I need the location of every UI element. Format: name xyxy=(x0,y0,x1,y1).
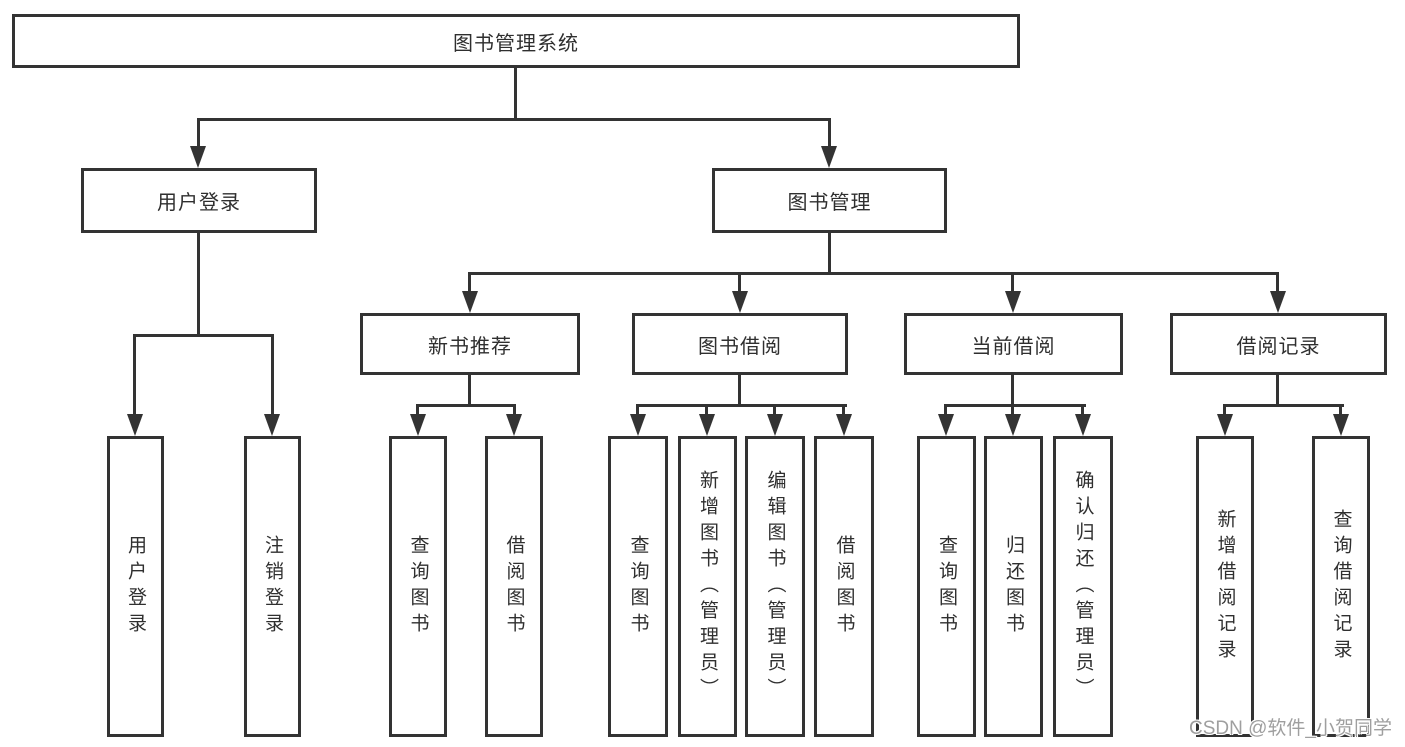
connector-line xyxy=(468,272,1279,275)
connector-line xyxy=(828,233,831,275)
leaf-query-books-label: 查询图书 xyxy=(407,534,429,639)
node-borrow-records-label: 借阅记录 xyxy=(1236,335,1321,358)
leaf-confirm-return-admin-label: 确认归还（管理员） xyxy=(1072,469,1094,704)
node-book-management-label: 图书管理 xyxy=(787,192,872,214)
arrowhead xyxy=(938,414,954,436)
watermark: CSDN @软件_小贺同学 xyxy=(1189,718,1392,739)
arrowhead xyxy=(732,291,748,313)
leaf-confirm-return-admin: 确认归还（管理员） xyxy=(1053,436,1113,737)
leaf-query-books: 查询图书 xyxy=(608,436,668,737)
leaf-add-books-admin-label: 新增图书（管理员） xyxy=(697,469,718,704)
arrowhead xyxy=(1005,414,1021,436)
leaf-borrow-books: 借阅图书 xyxy=(814,436,874,737)
arrowhead xyxy=(1075,414,1091,436)
connector-line xyxy=(133,334,274,337)
leaf-query-borrow-record-label: 查询借阅记录 xyxy=(1330,508,1352,665)
arrowhead xyxy=(264,414,280,436)
leaf-query-books: 查询图书 xyxy=(917,436,976,737)
leaf-query-books: 查询图书 xyxy=(389,436,447,737)
leaf-borrow-books-label: 借阅图书 xyxy=(503,534,525,639)
arrowhead xyxy=(410,414,426,436)
connector-line xyxy=(133,334,136,414)
node-user-login-label: 用户登录 xyxy=(157,192,241,214)
leaf-add-books-admin: 新增图书（管理员） xyxy=(678,436,737,737)
connector-line xyxy=(1276,375,1279,407)
connector-line xyxy=(944,404,1086,407)
connector-line xyxy=(1276,272,1279,291)
connector-line xyxy=(416,404,516,407)
node-borrow-records: 借阅记录 xyxy=(1170,313,1387,375)
connector-line xyxy=(468,272,471,291)
arrowhead xyxy=(699,414,715,436)
connector-line xyxy=(416,404,419,414)
arrowhead xyxy=(1333,414,1349,436)
connector-line xyxy=(1223,404,1226,414)
leaf-borrow-books-label: 借阅图书 xyxy=(833,534,855,639)
leaf-logout-login-label: 注销登录 xyxy=(262,534,283,639)
connector-line xyxy=(1011,404,1014,414)
arrowhead xyxy=(462,291,478,313)
connector-line xyxy=(828,118,831,146)
leaf-user-login: 用户登录 xyxy=(107,436,164,737)
arrowhead xyxy=(127,414,143,436)
arrowhead xyxy=(1270,291,1286,313)
connector-line xyxy=(1339,404,1342,414)
connector-line xyxy=(1011,272,1014,291)
leaf-add-borrow-record: 新增借阅记录 xyxy=(1196,436,1254,737)
connector-line xyxy=(944,404,947,414)
node-book-management: 图书管理 xyxy=(712,168,947,233)
node-user-login: 用户登录 xyxy=(81,168,317,233)
connector-line xyxy=(271,334,274,414)
node-current-borrow-label: 当前借阅 xyxy=(971,335,1056,358)
leaf-edit-books-admin: 编辑图书（管理员） xyxy=(745,436,805,737)
connector-line xyxy=(197,233,200,337)
leaf-query-borrow-record: 查询借阅记录 xyxy=(1312,436,1370,737)
arrowhead xyxy=(1005,291,1021,313)
connector-line xyxy=(1011,375,1014,407)
node-root-label: 图书管理系统 xyxy=(453,32,579,55)
node-root: 图书管理系统 xyxy=(12,14,1020,68)
connector-line xyxy=(514,68,517,121)
arrowhead xyxy=(1217,414,1233,436)
connector-line xyxy=(513,404,516,414)
arrowhead xyxy=(506,414,522,436)
leaf-add-borrow-record-label: 新增借阅记录 xyxy=(1214,508,1236,665)
arrowhead xyxy=(767,414,783,436)
connector-line xyxy=(636,404,639,414)
connector-line xyxy=(738,272,741,291)
connector-line xyxy=(1223,404,1344,407)
connector-line xyxy=(705,404,708,414)
connector-line xyxy=(842,404,845,414)
connector-line xyxy=(636,404,847,407)
leaf-return-books: 归还图书 xyxy=(984,436,1043,737)
leaf-query-books-label: 查询图书 xyxy=(627,534,649,639)
leaf-edit-books-admin-label: 编辑图书（管理员） xyxy=(764,469,786,704)
node-current-borrow: 当前借阅 xyxy=(904,313,1123,375)
leaf-logout-login: 注销登录 xyxy=(244,436,301,737)
connector-line xyxy=(773,404,776,414)
connector-line xyxy=(1081,404,1084,414)
node-new-book-recommend: 新书推荐 xyxy=(360,313,580,375)
connector-line xyxy=(197,118,831,121)
arrowhead xyxy=(190,146,206,168)
arrowhead xyxy=(836,414,852,436)
leaf-query-books-label: 查询图书 xyxy=(936,534,957,639)
connector-line xyxy=(197,118,200,146)
leaf-borrow-books: 借阅图书 xyxy=(485,436,543,737)
node-book-borrow: 图书借阅 xyxy=(632,313,848,375)
node-new-book-recommend-label: 新书推荐 xyxy=(428,335,512,358)
leaf-user-login-label: 用户登录 xyxy=(125,534,146,639)
leaf-return-books-label: 归还图书 xyxy=(1003,534,1024,639)
arrowhead xyxy=(630,414,646,436)
node-book-borrow-label: 图书借阅 xyxy=(698,335,782,358)
connector-line xyxy=(468,375,471,407)
arrowhead xyxy=(821,146,837,168)
connector-line xyxy=(738,375,741,407)
